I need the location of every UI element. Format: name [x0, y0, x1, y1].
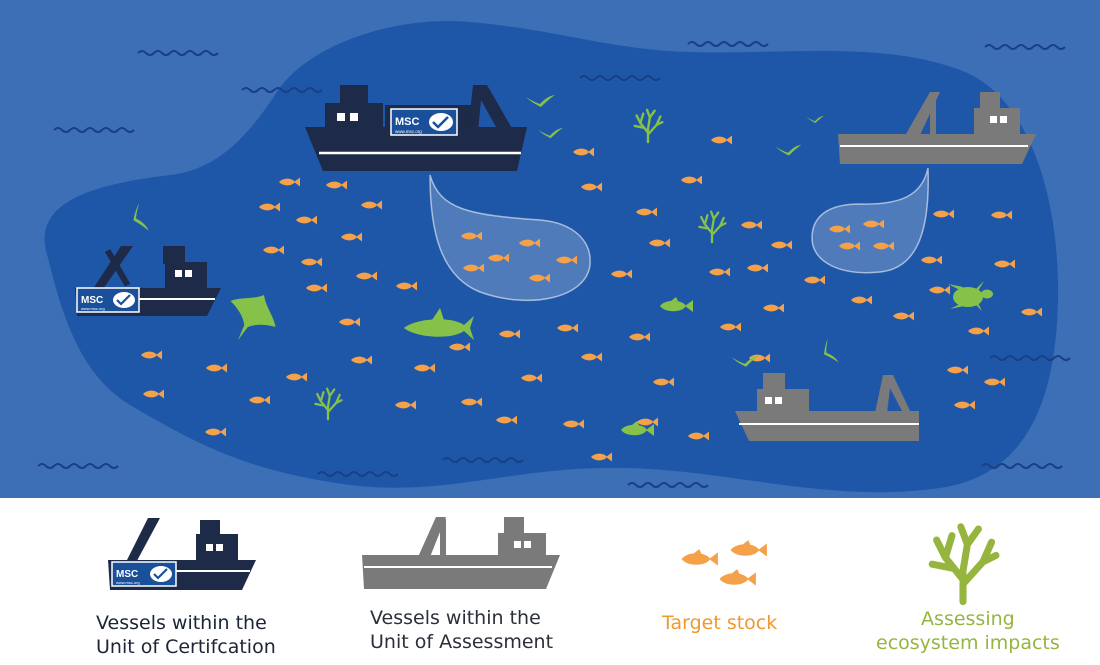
- svg-text:MSC: MSC: [116, 569, 138, 580]
- legend-label-target-stock: Target stock: [662, 611, 777, 635]
- certified-vessel-icon: MSC www.msc.org: [108, 518, 256, 590]
- svg-text:MSC: MSC: [81, 295, 103, 306]
- legend-label-certification: Vessels within the Unit of Certifcation: [96, 611, 276, 659]
- legend-ecosystem-line2: ecosystem impacts: [876, 631, 1060, 655]
- legend-label-assessment: Vessels within the Unit of Assessment: [370, 606, 553, 654]
- msc-badge: MSC www.msc.org: [77, 288, 139, 312]
- svg-text:MSC: MSC: [395, 116, 420, 128]
- legend-assessment-line2: Unit of Assessment: [370, 630, 553, 654]
- svg-text:www.msc.org: www.msc.org: [395, 129, 422, 134]
- msc-badge: MSC www.msc.org: [391, 109, 457, 135]
- legend-ecosystem-line1: Assessing: [876, 607, 1060, 631]
- legend-certified-line2: Unit of Certifcation: [96, 635, 276, 659]
- svg-text:www.msc.org: www.msc.org: [81, 306, 105, 311]
- svg-text:www.msc.org: www.msc.org: [116, 580, 140, 585]
- target-fish-icon: [682, 540, 767, 586]
- coral-icon: [932, 527, 996, 602]
- legend-certified-line1: Vessels within the: [96, 611, 276, 635]
- legend-label-ecosystem: Assessing ecosystem impacts: [876, 607, 1060, 655]
- legend-target-line1: Target stock: [662, 611, 777, 635]
- legend-assessment-line1: Vessels within the: [370, 606, 553, 630]
- assessment-vessel-icon: [362, 517, 560, 589]
